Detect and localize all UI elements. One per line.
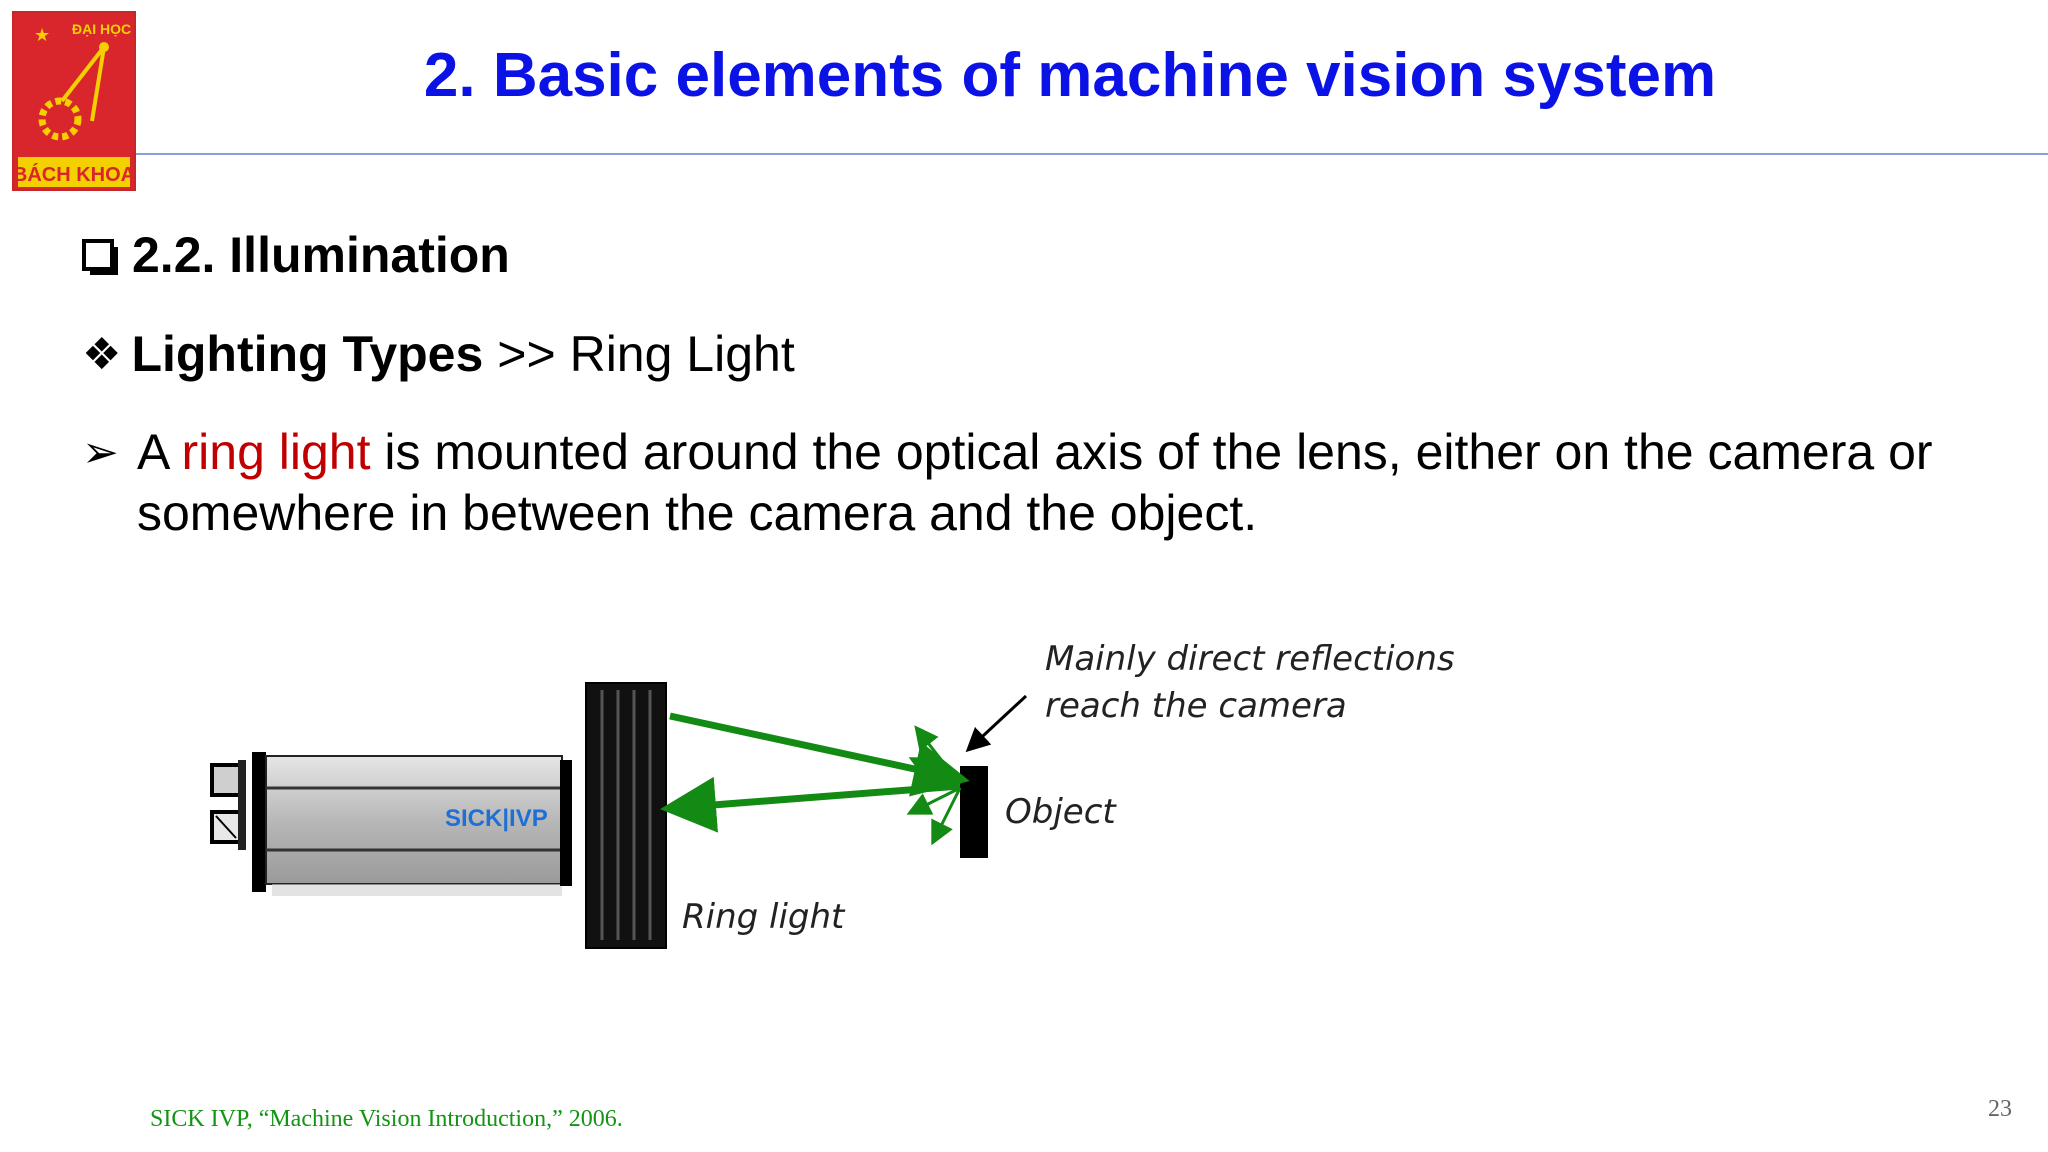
highlight-term: ring light [181,424,371,480]
light-rays [660,712,970,846]
svg-text:BÁCH KHOA: BÁCH KHOA [13,163,135,186]
page-number: 23 [1988,1096,2012,1122]
title-divider [136,153,2048,155]
arrow-bullet-icon: ➢ [82,428,119,477]
camera-body: SICK|IVP [252,752,572,896]
university-logo: ★ ĐẠI HỌC BÁCH KHOA [12,11,136,191]
ring-light [585,682,667,949]
object-label: Object [1005,792,1117,832]
reflection-label-line1: Mainly direct reflections [1045,639,1455,679]
bullet-point: ➢ A ring light is mounted around the opt… [82,422,2002,544]
subsection-bold-text: Lighting Types [131,326,484,382]
svg-text:ĐẠI HỌC: ĐẠI HỌC [72,21,131,37]
pointer-arrow [965,694,1028,753]
diamond-bullet-icon: ❖ [82,329,122,379]
subsection-heading: ❖ Lighting Types >> Ring Light [82,325,795,383]
section-heading-text: 2.2. Illumination [132,227,510,283]
checkbox-icon [82,239,118,275]
camera-brand-label: SICK|IVP [445,805,548,832]
bullet-text: A ring light is mounted around the optic… [137,422,2002,544]
section-heading: 2.2. Illumination [82,226,510,284]
ring-light-label: Ring light [682,897,846,937]
bullet-rest: is mounted around the optical axis of th… [137,424,1933,541]
subsection-rest-text: >> Ring Light [497,326,795,382]
bullet-prefix: A [137,424,168,480]
slide-title: 2. Basic elements of machine vision syst… [423,40,1717,110]
object-block [960,766,988,858]
logo-star-icon: ★ [34,25,50,46]
camera-connectors [210,760,246,850]
citation: SICK IVP, “Machine Vision Introduction,”… [150,1106,623,1132]
reflection-label-line2: reach the camera [1045,686,1347,726]
ring-light-diagram: SICK|IVP Mainly direct reflections reach… [210,639,1455,949]
